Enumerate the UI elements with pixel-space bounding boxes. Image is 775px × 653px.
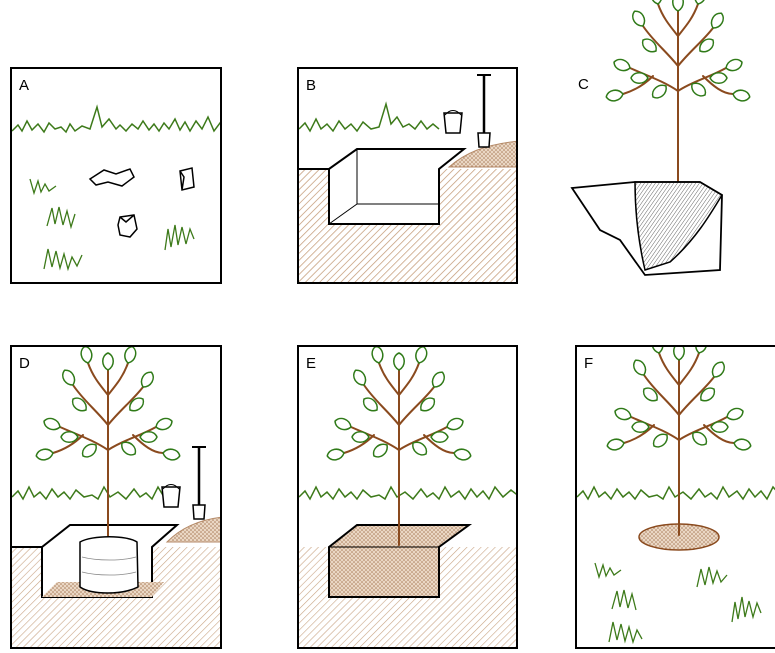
panel-e: E — [297, 345, 518, 649]
panel-label-a: A — [19, 77, 29, 94]
litter-icon — [180, 168, 194, 190]
grass-icon — [612, 590, 636, 610]
panel-f-drawing — [577, 347, 775, 649]
panel-d-drawing — [12, 347, 222, 649]
backfill-pile — [167, 517, 222, 542]
panel-label-d: D — [19, 355, 30, 372]
grass-icon — [12, 107, 222, 132]
panel-a-drawing — [12, 69, 222, 284]
tree-icon — [606, 347, 751, 535]
panel-label-e: E — [306, 355, 316, 372]
panel-c: C — [560, 0, 775, 290]
grass-icon — [299, 487, 518, 499]
panel-f: F — [575, 345, 775, 649]
panel-d: D — [10, 345, 222, 649]
panel-a: A — [10, 67, 222, 284]
grass-icon — [44, 249, 82, 269]
tree-icon — [35, 347, 180, 545]
panel-b: B — [297, 67, 518, 284]
panel-e-drawing — [299, 347, 518, 649]
grass-icon — [299, 104, 439, 131]
shovel-icon — [477, 75, 491, 147]
bucket-icon — [444, 111, 462, 134]
bucket-icon — [162, 485, 180, 508]
tree-icon — [326, 347, 471, 545]
shovel-icon — [192, 447, 206, 519]
grass-icon — [577, 487, 775, 499]
tree-icon — [605, 0, 750, 186]
root-ball-icon — [80, 537, 138, 593]
panel-label-c: C — [578, 76, 589, 93]
grass-icon — [165, 225, 194, 250]
grass-icon — [595, 563, 621, 577]
litter-icon — [118, 215, 137, 237]
panel-c-drawing — [560, 0, 775, 290]
panel-label-b: B — [306, 77, 316, 94]
panel-b-drawing — [299, 69, 518, 284]
grass-icon — [12, 487, 164, 499]
litter-icon — [90, 169, 134, 186]
panel-label-f: F — [584, 355, 593, 372]
grass-icon — [732, 597, 761, 622]
grass-icon — [609, 622, 642, 642]
grass-icon — [697, 567, 727, 587]
grass-icon — [47, 207, 75, 227]
grass-icon — [30, 179, 56, 193]
